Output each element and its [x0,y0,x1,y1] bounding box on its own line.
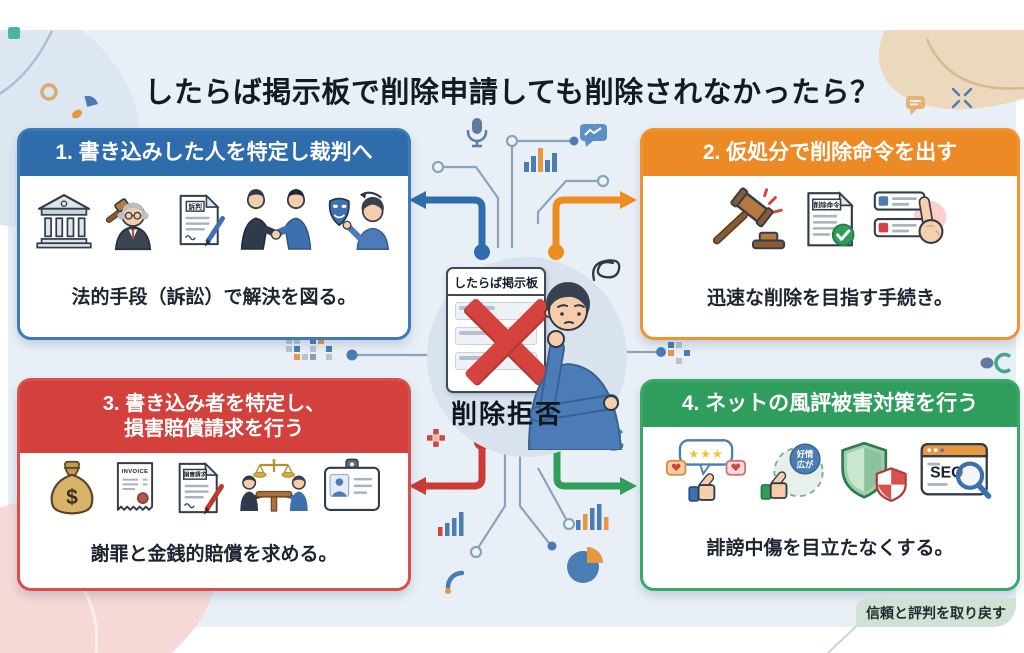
judge-icon [105,198,152,251]
card-title: したらば掲示板 [448,269,544,296]
seo-browser-icon: SEO [920,442,991,499]
option-box-4: 4. ネットの風評被害対策を行う ★★★ [640,379,1020,591]
option-2-icons: 削除命令 [709,184,951,258]
option-3-icons: $ INVOICE 損害請求 [44,456,384,520]
option-box-1: 1. 書き込みした人を特定し裁判へ [17,128,411,340]
delete-post-hand-icon [873,191,947,244]
confusion-scribble-icon [592,259,621,282]
option-4-body: ★★★ 好情 広が [643,427,1017,588]
positive-spread-icon: 好情 広が [760,443,824,500]
center-status-label: 削除拒否 [450,399,563,429]
reviews-icon: ★★★ [665,438,746,502]
money-symbol: $ [66,485,78,508]
removal-order-label: 削除命令 [814,200,841,209]
seo-label: SEO [930,464,963,481]
option-4-icons: ★★★ 好情 広が [665,436,996,508]
page-title: したらば掲示板で削除申請しても削除されなかったら？ [144,77,880,110]
spread-label-line2: 広が [796,459,813,469]
unmask-identity-icon [328,191,390,251]
settlement-meeting-icon [240,458,308,512]
option-4-caption: 誹謗中傷を目立たなくする。 [706,538,954,560]
handshake-icon [240,189,312,251]
invoice-icon: INVOICE [116,461,154,511]
damages-doc-label: 損害請求 [184,470,207,478]
option-2-title: 2. 仮処分で削除命令を出す [643,131,1017,176]
option-1-caption: 法的手段（訴訟）で解決を図る。 [71,286,357,308]
option-2-caption: 迅速な削除を目指す手続き。 [706,288,954,309]
option-box-2: 2. 仮処分で削除命令を出す [640,128,1020,340]
option-box-3: 3. 書き込み者を特定し、 損害賠償請求を行う $ INVOICE [17,378,411,591]
lawsuit-document-icon: 訴判 [179,194,225,247]
id-card-icon [324,458,380,511]
removal-order-document-icon: 削除命令 [807,191,855,247]
worried-person-illustration [527,282,623,450]
money-bag-icon: $ [50,460,94,515]
footer-badge: 信頼と評判を取り戻す [856,598,1016,627]
option-3-caption: 謝罪と金銭的賠償を求める。 [90,544,338,566]
gavel-icon [712,187,786,250]
option-1-icons: 訴判 [33,185,395,255]
option-3-title: 3. 書き込み者を特定し、 損害賠償請求を行う [20,381,408,453]
courthouse-icon [36,194,92,249]
option-4-title: 4. ネットの風評被害対策を行う [643,382,1017,427]
invoice-label: INVOICE [122,469,149,475]
option-3-body: $ INVOICE 損害請求 [20,453,408,588]
shield-protection-icon [840,441,907,502]
lawsuit-doc-label: 訴判 [188,202,202,211]
option-1-body: 訴判 [20,176,408,337]
review-stars: ★★★ [688,447,723,461]
option-2-body: 削除命令 [643,176,1017,337]
spread-label-line1: 好情 [795,449,813,459]
option-1-title: 1. 書き込みした人を特定し裁判へ [20,131,408,176]
damages-claim-document-icon: 損害請求 [178,461,224,515]
